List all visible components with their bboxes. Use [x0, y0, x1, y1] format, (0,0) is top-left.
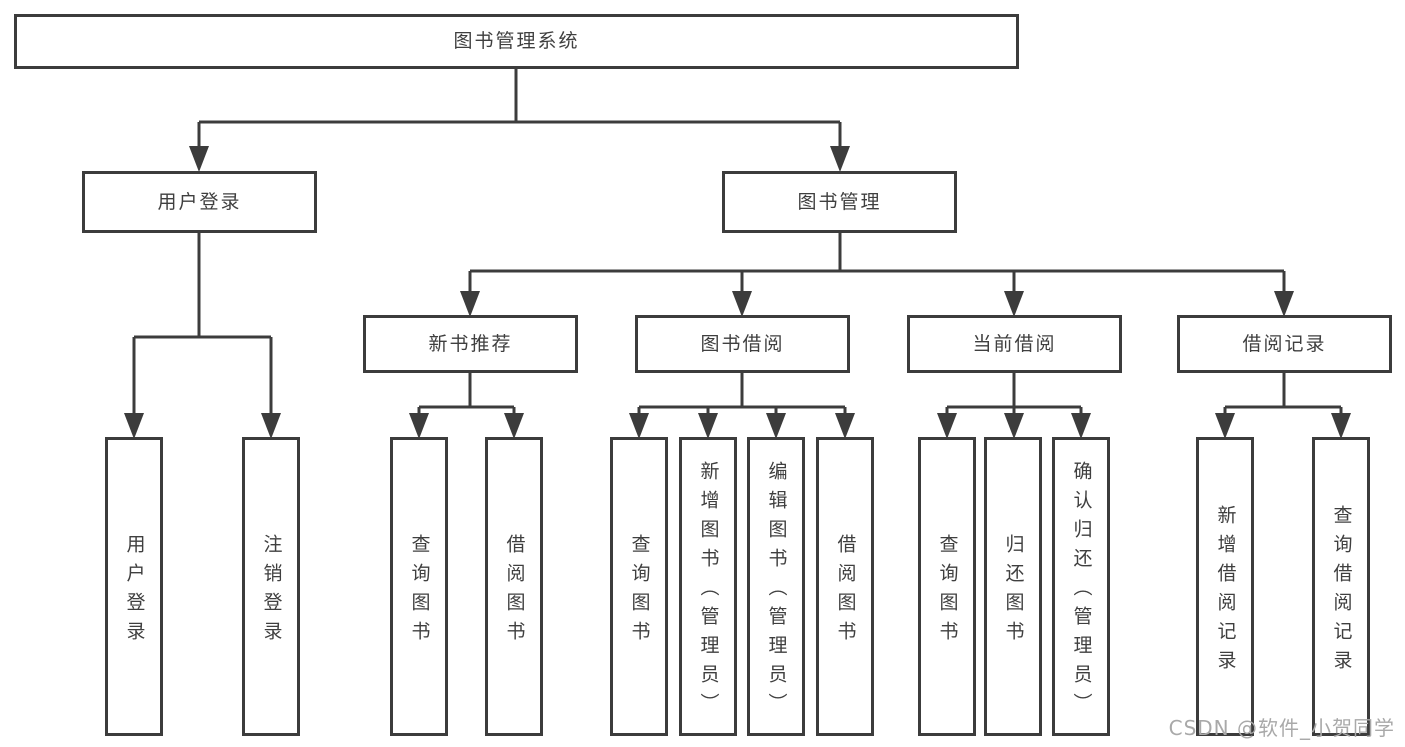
watermark: CSDN @软件_小贺同学 — [1168, 716, 1395, 740]
arrowheads — [124, 146, 1351, 439]
leaf-query-borrow-record: 查询借阅记录 — [1312, 437, 1370, 736]
node-user-login: 用户登录 — [82, 171, 317, 233]
node-borrowing-records: 借阅记录 — [1177, 315, 1392, 373]
node-library-management-system: 图书管理系统 — [14, 14, 1019, 69]
node-new-book-recommendation: 新书推荐 — [363, 315, 578, 373]
node-book-borrowing: 图书借阅 — [635, 315, 850, 373]
leaf-add-books-admin: 新增图书（管理员） — [679, 437, 737, 736]
leaf-query-books-borrowing: 查询图书 — [610, 437, 668, 736]
leaf-return-books: 归还图书 — [984, 437, 1042, 736]
leaf-confirm-return-admin: 确认归还（管理员） — [1052, 437, 1110, 736]
leaf-borrow-books: 借阅图书 — [816, 437, 874, 736]
leaf-query-books-current: 查询图书 — [918, 437, 976, 736]
leaf-logout: 注销登录 — [242, 437, 300, 736]
node-current-borrowing: 当前借阅 — [907, 315, 1122, 373]
node-book-management: 图书管理 — [722, 171, 957, 233]
leaf-edit-books-admin: 编辑图书（管理员） — [747, 437, 805, 736]
leaf-query-books-recommend: 查询图书 — [390, 437, 448, 736]
leaf-borrow-books-recommend: 借阅图书 — [485, 437, 543, 736]
leaf-user-login: 用户登录 — [105, 437, 163, 736]
leaf-add-borrow-record: 新增借阅记录 — [1196, 437, 1254, 736]
